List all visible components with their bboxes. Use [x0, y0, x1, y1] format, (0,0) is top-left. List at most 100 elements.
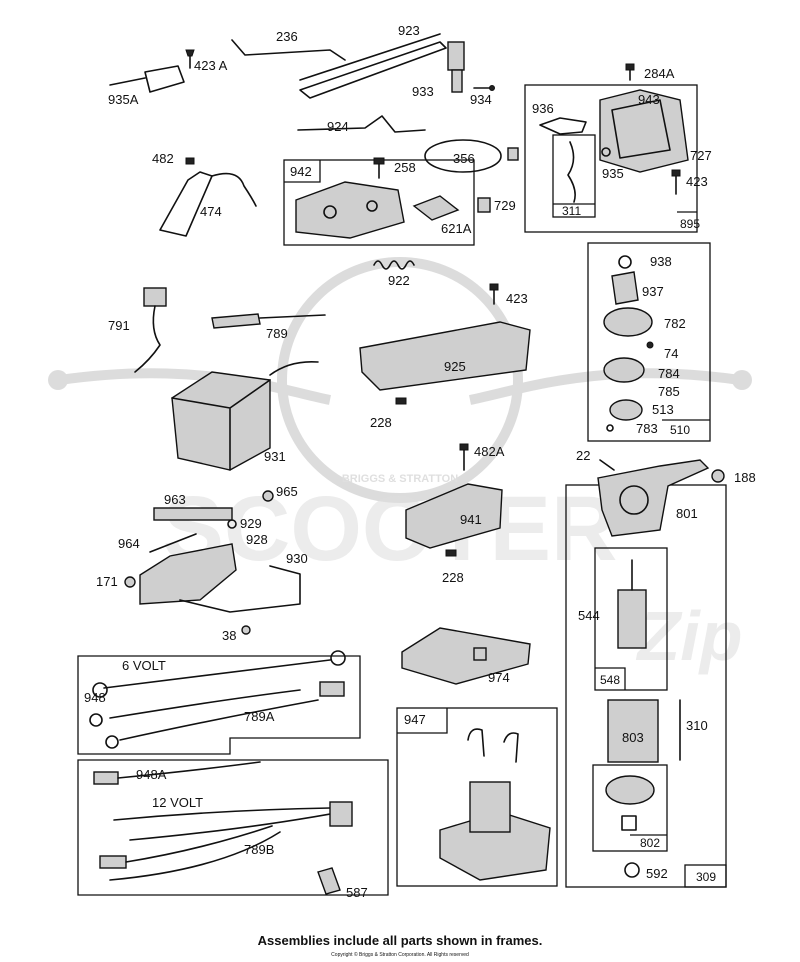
label-963: 963 [164, 492, 186, 507]
watermark: BRIGGS & STRATTON SCOOTER Zip [48, 257, 752, 675]
label-942: 942 [290, 164, 312, 179]
label-785: 785 [658, 384, 680, 399]
label-310: 310 [686, 718, 708, 733]
part-928-bracket [139, 543, 237, 605]
copyright-notice: Copyright © Briggs & Stratton Corporatio… [331, 952, 469, 958]
part-938-ring [618, 255, 632, 269]
label-510: 510 [670, 423, 690, 437]
part-922-spring [373, 260, 415, 270]
label-948: 948 [84, 690, 106, 705]
part-931-battery [171, 371, 271, 471]
label-802: 802 [640, 836, 660, 850]
frame-309-tag [684, 864, 727, 888]
label-789: 789 [266, 326, 288, 341]
part-423A-screw [185, 49, 195, 57]
part-784-pinion [603, 357, 645, 383]
part-948A-terminal [93, 771, 119, 785]
label-935: 935 [602, 166, 624, 181]
part-22-bolt [599, 459, 615, 471]
part-356-ring [424, 139, 502, 173]
label-895: 895 [680, 217, 700, 231]
part-791-plug [143, 287, 167, 307]
part-789-cable [259, 314, 326, 319]
label-423A: 423 A [194, 58, 228, 73]
part-947-boot-1 [467, 728, 485, 757]
part-801-hub [619, 485, 649, 515]
label-965: 965 [276, 484, 298, 499]
watermark-dot-right [732, 370, 752, 390]
watermark-brand-ring: BRIGGS & STRATTON [342, 473, 458, 485]
label-964: 964 [118, 536, 140, 551]
part-6v-cable-3 [119, 699, 319, 741]
part-942-plate [295, 181, 405, 239]
label-228-b: 228 [442, 570, 464, 585]
part-587-clip [317, 867, 341, 895]
label-188: 188 [734, 470, 756, 485]
label-548: 548 [600, 673, 620, 687]
label-482: 482 [152, 151, 174, 166]
part-6v-ring-1 [92, 682, 108, 698]
part-931-battery-cable [269, 360, 319, 376]
label-931: 931 [264, 449, 286, 464]
frame-510 [587, 242, 711, 442]
part-544-armature [617, 589, 647, 649]
label-924: 924 [327, 119, 349, 134]
part-621A-clip [412, 195, 460, 221]
label-782: 782 [664, 316, 686, 331]
part-924-rod [297, 115, 426, 133]
part-789B-connector [329, 801, 353, 827]
watermark-dot-left [48, 370, 68, 390]
part-801-drive [597, 459, 710, 537]
label-791: 791 [108, 318, 130, 333]
part-923-cable-top [299, 33, 441, 81]
part-923-cable [299, 41, 447, 99]
part-729-clip [477, 197, 491, 213]
part-171-nut [124, 576, 136, 588]
part-356-terminal [507, 147, 519, 161]
part-513-gear [609, 399, 643, 421]
part-929-washer [227, 519, 237, 529]
frame-548-tag [595, 667, 626, 690]
part-802-clip [621, 815, 637, 831]
part-943-housing [599, 89, 689, 173]
label-587: 587 [346, 885, 368, 900]
label-943: 943 [638, 92, 660, 107]
part-933-connector [447, 41, 465, 71]
part-948A-cable [117, 761, 261, 779]
label-544: 544 [578, 608, 600, 623]
label-513: 513 [652, 402, 674, 417]
label-925: 925 [444, 359, 466, 374]
part-228-b-screw [445, 549, 457, 557]
label-356: 356 [453, 151, 475, 166]
label-38: 38 [222, 628, 236, 643]
label-423-mid: 423 [506, 291, 528, 306]
label-311: 311 [562, 204, 581, 218]
part-930-bracket [179, 565, 301, 613]
part-188-nut [711, 469, 725, 483]
label-941: 941 [460, 512, 482, 527]
part-284A-screw [625, 63, 635, 71]
label-922: 922 [388, 273, 410, 288]
watermark-brand-script: Zip [636, 597, 743, 675]
label-947: 947 [404, 712, 426, 727]
part-964-rod [149, 533, 197, 553]
label-974: 974 [488, 670, 510, 685]
label-171: 171 [96, 574, 118, 589]
frame-947 [396, 707, 558, 887]
part-947-solenoid [469, 781, 511, 833]
part-482A-head [459, 443, 469, 451]
part-942-pivot [323, 205, 337, 219]
label-789A: 789A [244, 709, 275, 724]
part-965-nut [262, 490, 274, 502]
label-923: 923 [398, 23, 420, 38]
label-423-top: 423 [686, 174, 708, 189]
part-6v-ring-3 [89, 713, 103, 727]
label-784: 784 [658, 366, 680, 381]
label-309: 309 [696, 870, 716, 884]
part-931-battery-edge [171, 379, 271, 471]
frame-548 [594, 547, 668, 691]
frame-947-tag [397, 708, 448, 734]
label-12volt: 12 VOLT [152, 795, 203, 810]
part-947-boot-2 [503, 732, 519, 763]
label-934: 934 [470, 92, 492, 107]
